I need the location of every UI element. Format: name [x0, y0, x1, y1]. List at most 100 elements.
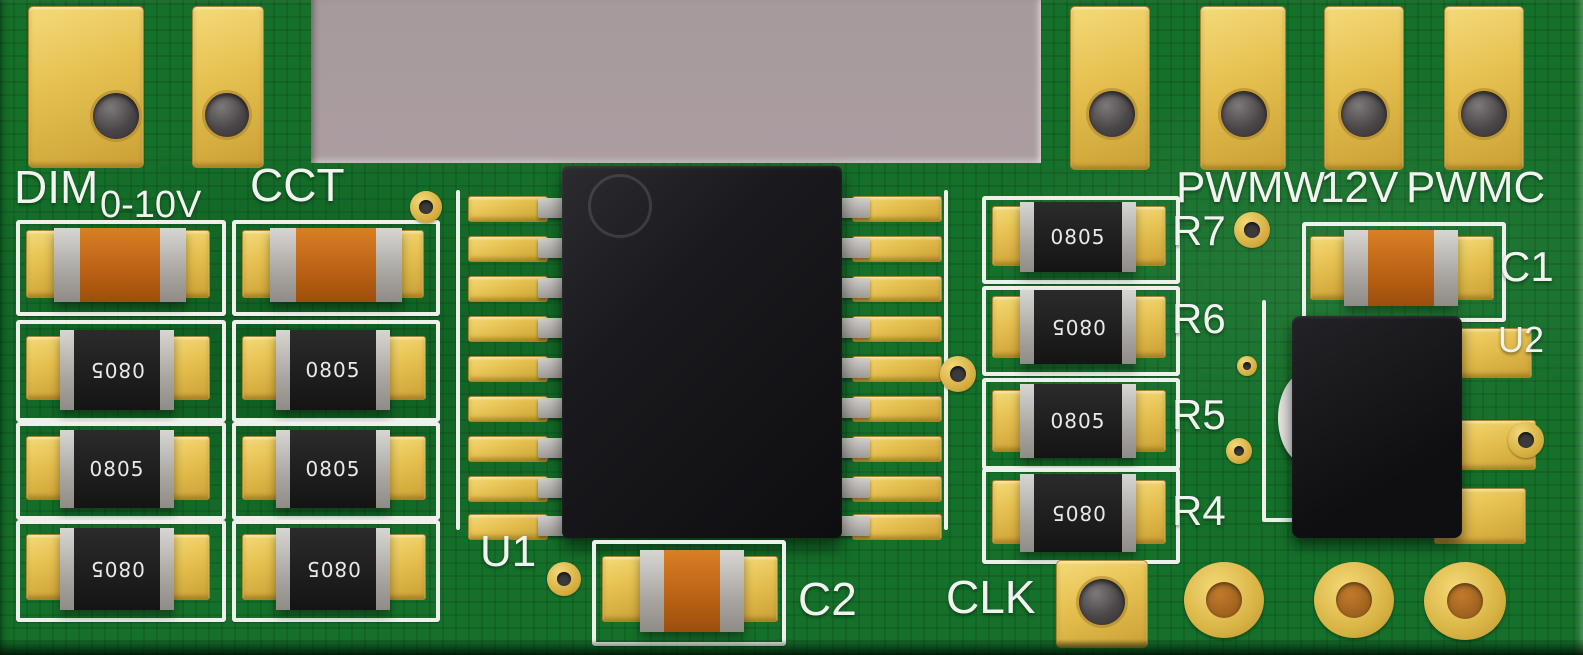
via	[410, 191, 442, 223]
resistor-terminal	[1020, 290, 1034, 364]
oval-pad-core	[1206, 582, 1242, 618]
pad-12v-hole	[1221, 91, 1267, 137]
ic-pad	[468, 514, 548, 540]
smd-marking: 0805	[305, 557, 361, 581]
resistor-0805: 0805	[276, 430, 390, 508]
label-c1: C1	[1500, 243, 1554, 290]
ic-pad	[468, 196, 548, 222]
silkscreen-line	[456, 190, 460, 530]
resistor-body: 0805	[290, 430, 376, 508]
label-r6: R6	[1172, 295, 1226, 342]
capacitor-terminal	[270, 228, 296, 302]
pad-clk	[1056, 560, 1148, 648]
via	[1226, 438, 1252, 464]
smd-marking: 0805	[305, 358, 361, 382]
smd-marking: 0805	[305, 457, 361, 481]
silkscreen-outline	[232, 220, 440, 316]
board-cutout-background	[311, 0, 1041, 163]
pad-clk-hole	[1079, 579, 1125, 625]
pad-dim	[28, 6, 144, 168]
resistor-terminal	[376, 528, 390, 610]
smd-pad	[168, 534, 210, 600]
silkscreen-outline	[982, 196, 1180, 284]
smd-pad	[168, 336, 210, 400]
resistor-body: 0805	[290, 330, 376, 410]
label-dim: DIM	[14, 161, 99, 213]
via	[1237, 356, 1257, 376]
ic-pad	[468, 396, 548, 422]
resistor-body: 0805	[74, 528, 160, 610]
resistor-r6: 0805	[1020, 290, 1136, 364]
ic-pin1-dimple	[588, 174, 652, 238]
smd-pad	[384, 534, 426, 600]
oval-pad-core	[1447, 583, 1483, 619]
resistor-terminal	[276, 430, 290, 508]
silkscreen-outline	[16, 422, 226, 520]
capacitor-terminal	[720, 550, 744, 632]
capacitor-terminal	[160, 228, 186, 302]
resistor-0805: 0805	[60, 430, 174, 508]
silkscreen-outline	[232, 320, 440, 422]
smd-marking: 0805	[89, 557, 145, 581]
silkscreen-outline	[16, 320, 226, 422]
resistor-body: 0805	[74, 330, 160, 410]
smd-pad	[168, 436, 210, 500]
label-r4: R4	[1172, 487, 1226, 534]
resistor-terminal	[1122, 290, 1136, 364]
silkscreen-outline	[592, 540, 786, 646]
resistor-terminal	[1020, 474, 1034, 552]
resistor-r5: 0805	[1020, 384, 1136, 458]
resistor-terminal	[160, 528, 174, 610]
resistor-terminal	[1020, 202, 1034, 272]
resistor-0805: 0805	[276, 528, 390, 610]
smd-marking: 0805	[89, 358, 145, 382]
capacitor-terminal	[376, 228, 402, 302]
via	[547, 562, 581, 596]
resistor-0805: 0805	[276, 330, 390, 410]
resistor-body: 0805	[1034, 202, 1122, 272]
via	[1234, 212, 1270, 248]
label-12v: 12V	[1320, 163, 1399, 212]
oval-pad	[1424, 562, 1506, 640]
pad-pwmc	[1324, 6, 1404, 170]
smd-pad	[1452, 236, 1494, 300]
silkscreen-line	[1262, 518, 1294, 522]
capacitor-terminal	[640, 550, 664, 632]
oval-pad	[1314, 562, 1394, 638]
resistor-body: 0805	[1034, 474, 1122, 552]
label-clk: CLK	[946, 571, 1036, 623]
resistor-terminal	[376, 330, 390, 410]
label-r5: R5	[1172, 391, 1226, 438]
resistor-r7: 0805	[1020, 202, 1136, 272]
capacitor-c1	[1344, 230, 1458, 306]
via	[940, 356, 976, 392]
smd-marking: 0805	[1050, 501, 1106, 525]
resistor-terminal	[160, 430, 174, 508]
silkscreen-line	[1262, 300, 1266, 520]
label-u2: U2	[1498, 319, 1545, 360]
pad-aux-hole	[1461, 91, 1507, 137]
label-0-10v: 0-10V	[100, 184, 202, 226]
pad-pwmw	[1070, 6, 1150, 170]
via	[1508, 422, 1544, 458]
label-r7: R7	[1172, 207, 1226, 254]
resistor-terminal	[1122, 384, 1136, 458]
label-pwmw: PWMW	[1176, 163, 1326, 212]
silkscreen-outline	[232, 422, 440, 520]
pad-pwmw-hole	[1089, 91, 1135, 137]
resistor-terminal	[60, 528, 74, 610]
resistor-body: 0805	[290, 528, 376, 610]
resistor-terminal	[276, 528, 290, 610]
ic-pad	[468, 316, 548, 342]
smd-pad	[384, 336, 426, 400]
smd-pad	[384, 436, 426, 500]
ic-u1-body	[562, 166, 842, 538]
pad-pwmc-hole	[1341, 91, 1387, 137]
capacitor-terminal	[54, 228, 80, 302]
pad-dim-hole	[93, 93, 139, 139]
silkscreen-outline	[982, 286, 1180, 376]
label-cct: CCT	[250, 159, 345, 211]
smd-marking: 0805	[1050, 315, 1106, 339]
pad-aux	[1444, 6, 1524, 170]
